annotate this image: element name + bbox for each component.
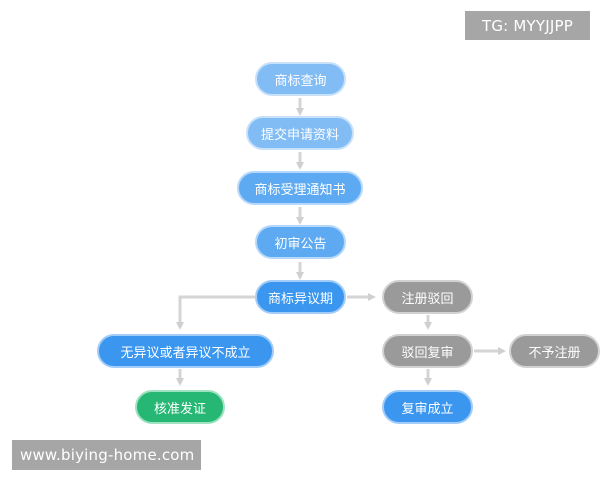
step-not-registered: 不予注册 bbox=[509, 334, 600, 368]
step-rejection-review: 驳回复审 bbox=[382, 334, 473, 368]
step-acceptance-notice: 商标受理通知书 bbox=[237, 171, 363, 205]
step-no-opposition: 无异议或者异议不成立 bbox=[97, 334, 274, 368]
step-approved-certificate: 核准发证 bbox=[135, 390, 225, 424]
step-preliminary-announcement: 初审公告 bbox=[255, 225, 346, 259]
step-registration-rejected: 注册驳回 bbox=[382, 280, 473, 314]
watermark-tag-top: TG: MYYJJPP bbox=[465, 11, 590, 40]
arrow-opposition-to-no-opposition bbox=[176, 295, 255, 330]
step-trademark-search: 商标查询 bbox=[255, 62, 346, 96]
step-review-successful: 复审成立 bbox=[382, 390, 473, 424]
watermark-website: www.biying-home.com bbox=[12, 440, 201, 470]
step-opposition-period: 商标异议期 bbox=[255, 280, 346, 314]
step-submit-application: 提交申请资料 bbox=[246, 116, 354, 150]
